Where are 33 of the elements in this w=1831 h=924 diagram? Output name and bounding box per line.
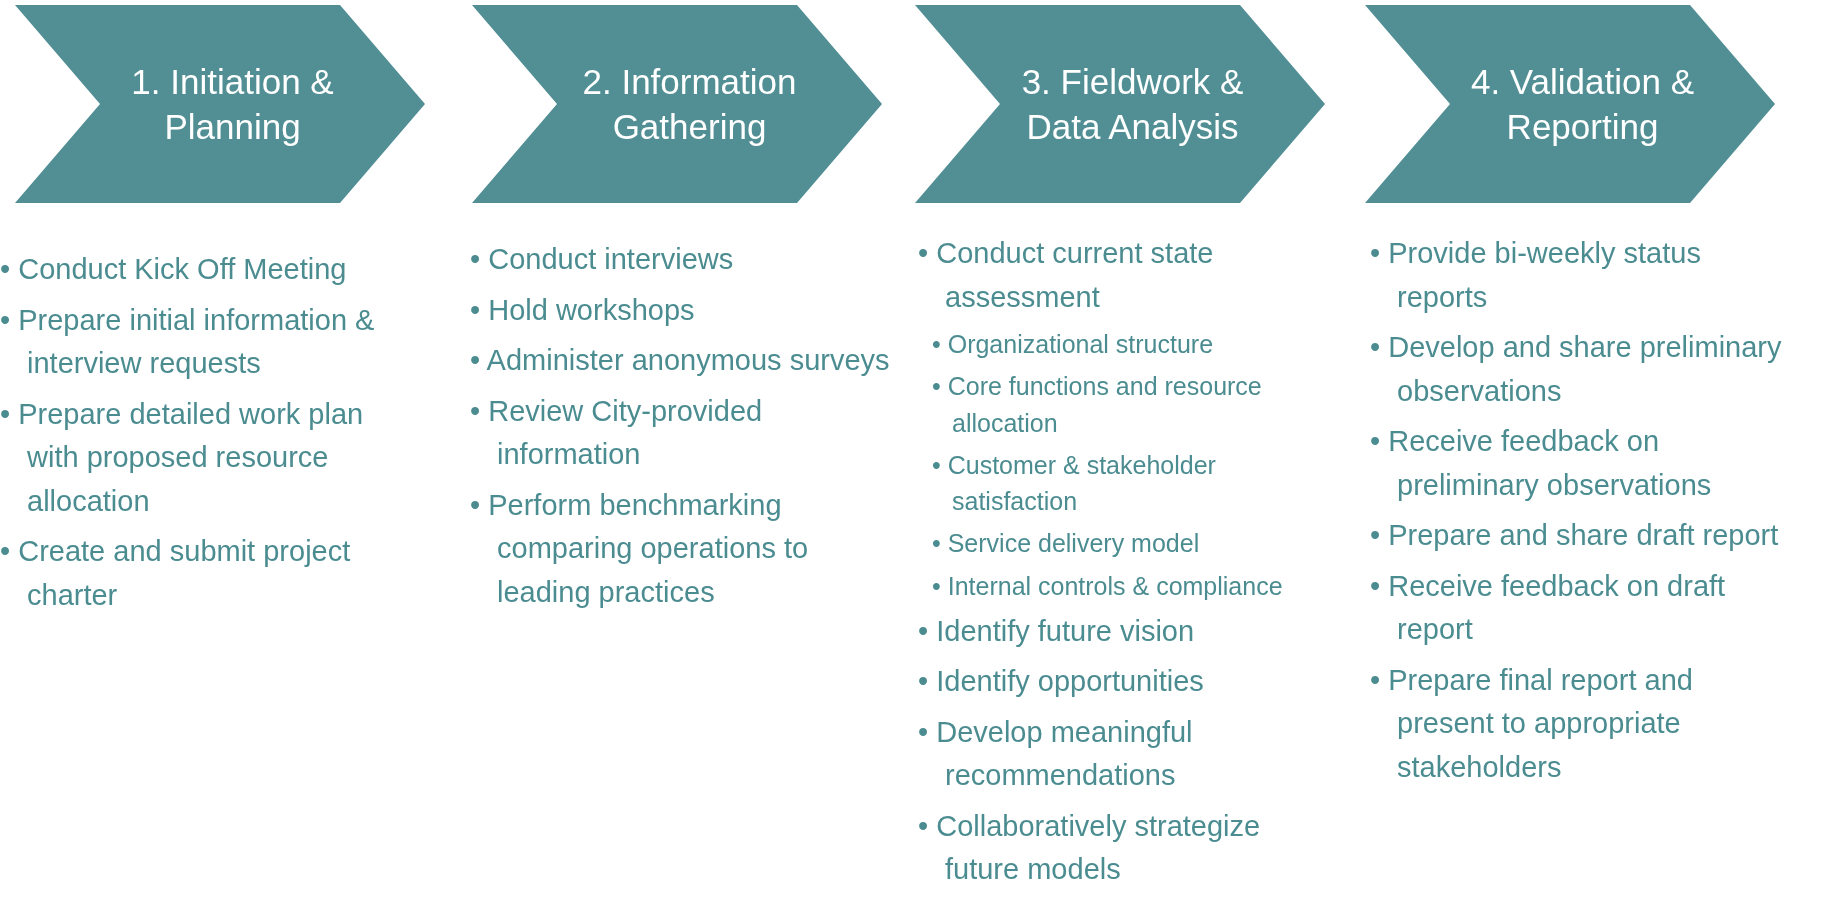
- chevron-step: [1365, 5, 1775, 203]
- bullet-item: • Develop meaningful recommendations: [918, 714, 1194, 794]
- bullet-item: • Develop and share preliminary observations: [1370, 330, 1783, 409]
- chevron-step: [472, 5, 882, 203]
- sub-bullet-item: • Core functions and resource allocation: [932, 371, 1263, 439]
- bullet-item: • Provide bi-weekly status reports: [1370, 236, 1702, 315]
- chevron-step: [15, 5, 425, 203]
- sub-bullet-item: • Service delivery model: [932, 528, 1201, 560]
- bullet-item: • Prepare final report and present to appropriate stakeholders: [1370, 662, 1694, 785]
- chevron-step: [915, 5, 1325, 203]
- step-title: 1. Initiation & Planning: [130, 60, 335, 148]
- bullet-item: • Prepare and share draft report: [1370, 518, 1780, 553]
- sub-bullet-item: • Internal controls & compliance: [932, 570, 1284, 602]
- step-title: 2. Information Gathering: [581, 60, 798, 148]
- bullet-item: • Conduct Kick Off Meeting: [0, 252, 348, 287]
- bullet-item: • Create and submit project charter: [0, 534, 352, 613]
- bullet-item: • Administer anonymous surveys: [470, 343, 890, 378]
- bullet-item: • Receive feedback on preliminary observations: [1370, 424, 1713, 503]
- bullet-item: • Review City-provided information: [470, 393, 764, 472]
- bullet-item: • Conduct interviews: [470, 242, 735, 277]
- bullet-item: • Conduct current state assessment: [918, 236, 1215, 315]
- bullet-item: • Hold workshops: [470, 292, 696, 328]
- step-title: 4. Validation & Reporting: [1469, 60, 1696, 148]
- bullet-item: • Identify future vision: [918, 613, 1196, 649]
- bullet-item: • Collaboratively strategize future models: [918, 808, 1262, 888]
- sub-bullet-item: • Organizational structure: [932, 329, 1215, 360]
- bullet-item: • Perform benchmarking comparing operations to leading practices: [470, 487, 810, 610]
- bullet-item: • Prepare initial information & interview requests: [0, 302, 376, 381]
- step-title: 3. Fieldwork & Data Analysis: [1020, 60, 1245, 148]
- bullet-item: • Prepare detailed work plan with proposed resource allocation: [0, 396, 365, 519]
- bullet-item: • Receive feedback on draft report: [1370, 568, 1727, 647]
- sub-bullet-item: • Customer & stakeholder satisfaction: [932, 449, 1217, 517]
- bullet-item: • Identify opportunities: [918, 664, 1205, 700]
